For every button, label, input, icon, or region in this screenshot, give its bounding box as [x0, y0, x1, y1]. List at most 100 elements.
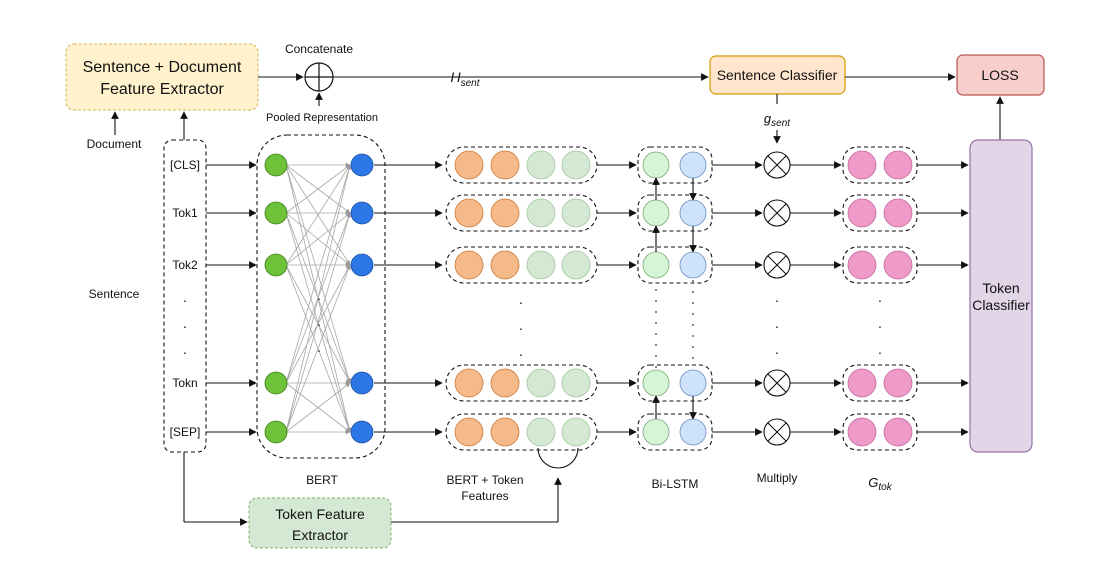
lstm-backward-node	[679, 151, 707, 179]
token-feature-node	[526, 250, 556, 280]
sde-label-line1: Sentence + Document	[83, 59, 242, 76]
g-tok-label: Gtok	[868, 475, 892, 493]
tfe-label-line2: Extractor	[292, 527, 348, 543]
bert-container	[256, 134, 386, 459]
token-feature-node	[526, 198, 556, 228]
bert-label: BERT	[306, 473, 338, 487]
token-label: Tok1	[172, 206, 198, 220]
token-feature-node	[526, 417, 556, 447]
token-classifier-label-line2: Classifier	[972, 297, 1030, 313]
h-sent-label: Hsent	[450, 69, 480, 89]
multiply-ellipsis-dot: .	[775, 315, 779, 331]
g-sent-label: gsent	[764, 111, 791, 129]
multiply-cross	[767, 155, 787, 175]
bert-output-node	[350, 201, 374, 225]
gtok-ellipsis-dot: .	[878, 315, 882, 331]
bert-edge	[285, 382, 351, 433]
sentence-classifier-label: Sentence Classifier	[717, 67, 838, 83]
lstm-cell-container	[637, 364, 713, 402]
bert-connections	[285, 162, 352, 435]
multiply-ellipsis-dot: .	[775, 341, 779, 357]
token-feature-node	[561, 368, 591, 398]
sde-label-line2: Feature Extractor	[100, 81, 224, 98]
bert-feature-node	[454, 150, 484, 180]
concatenate-operator: Concatenate	[285, 42, 353, 92]
g-tok-to-token-classifier-arrows	[917, 161, 969, 436]
ellipsis-dot: .	[183, 341, 187, 357]
bert-feature-node	[490, 198, 520, 228]
multiply-ellipsis-dot: .	[775, 289, 779, 305]
gtok-node	[883, 198, 913, 228]
token-feature-node	[561, 417, 591, 447]
bert-feature-node	[454, 417, 484, 447]
gtok-node	[847, 417, 877, 447]
token-label: [CLS]	[170, 158, 200, 172]
bert-ellipsis-dot: .	[317, 313, 321, 329]
sentence-token-container	[163, 139, 207, 453]
multiply-cross	[767, 422, 787, 442]
lstm-forward-node	[642, 418, 670, 446]
lstm-backward-node	[679, 369, 707, 397]
gtok-node	[847, 150, 877, 180]
token-label: Tokn	[172, 376, 197, 390]
bert-edge	[285, 264, 351, 433]
token-feature-node	[561, 150, 591, 180]
bert-edge	[285, 164, 352, 433]
bert-input-node	[264, 371, 288, 395]
pooled-representation-label: Pooled Representation	[266, 112, 378, 124]
bert-edge	[285, 164, 352, 384]
lstm-backward-node	[679, 418, 707, 446]
features-merge-brace	[537, 447, 579, 469]
bi-lstm-label: Bi-LSTM	[652, 477, 699, 491]
ellipsis-dot: .	[183, 315, 187, 331]
bert-output-node	[350, 153, 374, 177]
bert-input-node	[264, 253, 288, 277]
lstm-cell-container	[637, 194, 713, 232]
bert-token-features-layer: ...	[445, 146, 637, 451]
bert-feature-node	[454, 198, 484, 228]
bert-edge	[285, 164, 351, 214]
bert-feature-node	[490, 417, 520, 447]
token-ellipsis: ...	[183, 289, 187, 357]
bert-feature-node	[454, 250, 484, 280]
token-feature-extractor: Token Feature Extractor	[248, 497, 392, 549]
gtok-ellipsis-dot: .	[878, 341, 882, 357]
bert-ellipsis-dot: .	[317, 339, 321, 355]
gtok-node	[883, 368, 913, 398]
lstm-backward-node	[679, 199, 707, 227]
feature-ellipsis-dot: .	[519, 317, 523, 333]
lstm-cell-container	[637, 246, 713, 284]
lstm-forward-node	[642, 369, 670, 397]
bert-edge	[285, 164, 351, 266]
loss-label: LOSS	[981, 67, 1018, 83]
feature-ellipsis-dot: .	[519, 343, 523, 359]
multiply-cross	[767, 373, 787, 393]
gtok-node	[883, 417, 913, 447]
lstm-forward-node	[642, 151, 670, 179]
token-classifier: Token Classifier	[969, 139, 1033, 453]
multiply-cross	[767, 255, 787, 275]
lstm-cell-container	[637, 413, 713, 451]
gtok-node	[847, 250, 877, 280]
sentence-label: Sentence	[89, 287, 140, 301]
token-label: [SEP]	[170, 425, 201, 439]
bert-input-node	[264, 153, 288, 177]
g-tok-layer: ...	[842, 146, 918, 451]
bert-nodes: ...	[264, 153, 443, 444]
bert-token-features-label-line1: BERT + Token	[446, 473, 523, 487]
bert-ellipsis-dot: .	[317, 287, 321, 303]
multiply-cross	[767, 203, 787, 223]
bert-token-features-label-line2: Features	[461, 489, 508, 503]
sentence-document-feature-extractor: Sentence + Document Feature Extractor	[65, 43, 259, 111]
gtok-node	[847, 368, 877, 398]
multiply-label: Multiply	[757, 471, 798, 485]
bert-input-node	[264, 420, 288, 444]
gtok-node	[883, 250, 913, 280]
token-label: Tok2	[172, 258, 198, 272]
multiply-layer: ...	[763, 151, 842, 446]
bert-output-node	[350, 371, 374, 395]
bi-lstm-layer	[637, 146, 763, 451]
